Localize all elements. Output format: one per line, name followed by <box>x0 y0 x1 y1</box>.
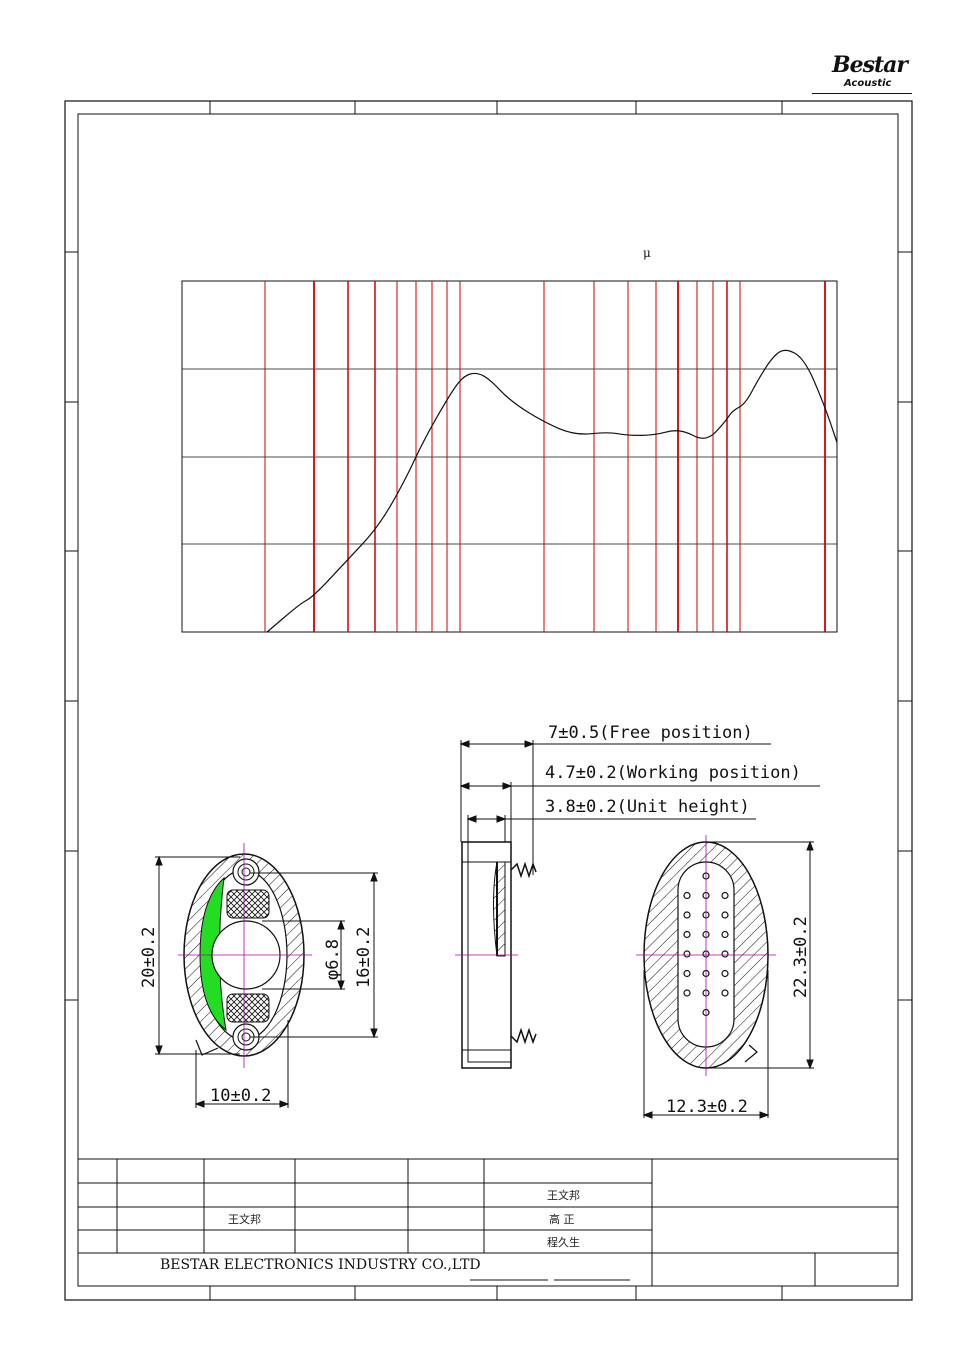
sound-hole <box>683 989 691 997</box>
chart-unit-glyph: μ <box>643 246 651 260</box>
dim-width-back: 12.3±0.2 <box>666 1097 748 1117</box>
bestar-logo: Bestar Acoustic <box>812 44 912 96</box>
dim-free-position: 7±0.5(Free position) <box>548 723 753 743</box>
inner-border <box>77 113 899 1287</box>
spring-contact-bottom-icon <box>510 1027 537 1045</box>
sound-hole <box>721 891 729 900</box>
approved-by-name: 程久生 <box>547 1235 580 1249</box>
checked-by-name: 高 正 <box>549 1212 575 1226</box>
terminal-top-icon <box>232 858 260 886</box>
side-view <box>455 841 537 1069</box>
dim-height-back: 22.3±0.2 <box>791 916 811 998</box>
logo-underline <box>812 93 912 94</box>
designer-name: 王文邦 <box>547 1188 580 1202</box>
dim-width-front: 10±0.2 <box>210 1086 271 1106</box>
logo-main-text: Bestar <box>832 52 908 78</box>
sound-hole <box>683 969 691 978</box>
sound-hole <box>721 989 729 997</box>
sound-hole <box>683 950 691 958</box>
frequency-response-chart <box>181 280 838 633</box>
dim-working-position: 4.7±0.2(Working position) <box>545 763 801 783</box>
dim-diameter: φ6.8 <box>323 939 343 980</box>
sound-hole <box>683 891 691 900</box>
dim-inner-height: 16±0.2 <box>354 927 374 988</box>
sound-holes <box>683 872 729 1017</box>
chart-v-gridlines <box>264 281 826 632</box>
side-cone <box>493 861 506 957</box>
response-curve-layer <box>266 349 838 633</box>
response-curve-series-0 <box>266 349 838 633</box>
magnet-top <box>226 889 270 919</box>
side-view-dimension-lines <box>459 740 820 875</box>
company-name: BESTAR ELECTRONICS INDUSTRY CO.,LTD <box>160 1257 481 1273</box>
drawn-by-name: 王文邦 <box>228 1212 261 1226</box>
back-view <box>636 835 814 1119</box>
title-block <box>78 1158 898 1286</box>
sound-hole <box>721 930 729 939</box>
sound-hole <box>683 930 691 939</box>
sound-hole <box>721 911 729 919</box>
spring-contact-top-icon <box>510 861 537 879</box>
sound-hole <box>721 969 729 978</box>
dim-height-front: 20±0.2 <box>139 927 159 988</box>
chart-frame <box>181 280 838 633</box>
sound-hole <box>721 950 729 958</box>
magnet-bottom <box>226 993 270 1023</box>
sound-hole <box>683 911 691 919</box>
chart-h-gridlines <box>182 368 837 545</box>
logo-sub-text: Acoustic <box>844 78 892 89</box>
front-view <box>155 843 378 1108</box>
zone-ticks <box>65 101 912 1300</box>
dim-unit-height: 3.8±0.2(Unit height) <box>545 797 750 817</box>
